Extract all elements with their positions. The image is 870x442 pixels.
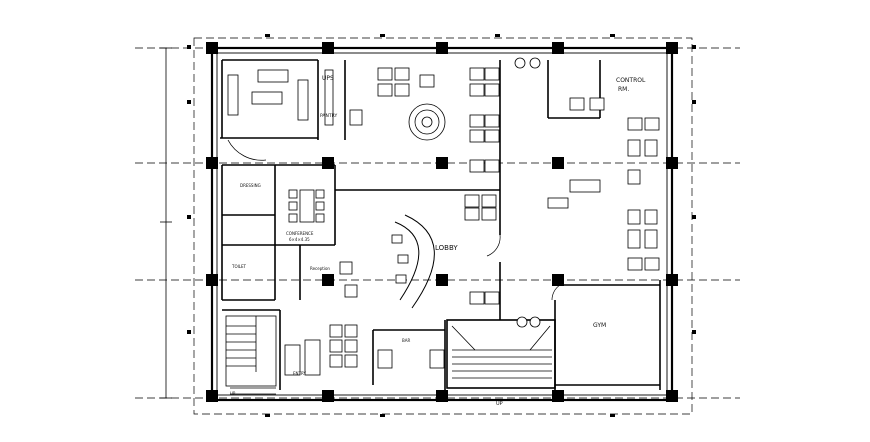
door-swings xyxy=(486,234,561,301)
structural-columns xyxy=(206,42,678,402)
room-label-gym: GYM xyxy=(593,322,606,329)
room-label-lobby: LOBBY xyxy=(435,244,458,252)
room-label-control-1: CONTROL xyxy=(616,77,646,84)
stair-label-up-left: UP xyxy=(230,391,236,396)
room-label-dressing: DRESSING xyxy=(240,183,261,188)
office-workstations xyxy=(284,261,445,376)
lobby-seating xyxy=(377,67,500,305)
dimension-line-left xyxy=(160,47,172,399)
room-label-toilet: TOILET xyxy=(231,264,247,269)
room-label-bar: BAR xyxy=(402,338,410,343)
reception-desk xyxy=(391,214,435,309)
ups-room-furniture xyxy=(227,69,363,161)
room-label-entry: ENTRY xyxy=(293,371,306,376)
room-label-conference-1: CONFERENCE xyxy=(286,231,314,236)
boundary-ticks xyxy=(187,34,696,417)
stair-label-up-bottom: UP xyxy=(496,401,503,407)
room-label-control-2: RM. xyxy=(618,86,629,93)
room-label-reception: Reception xyxy=(310,266,330,271)
room-label-conference-2: 6×4×4.35 xyxy=(289,237,310,242)
site-boundary xyxy=(193,37,693,415)
planters xyxy=(514,57,541,328)
staircase xyxy=(225,315,277,395)
room-label-ups: UPS xyxy=(322,75,334,82)
interior-walls xyxy=(220,59,661,395)
conference-table xyxy=(288,189,325,223)
room-label-pantry: PANTRY xyxy=(320,113,337,119)
entrance-steps xyxy=(451,325,552,379)
control-room-furniture xyxy=(547,97,660,271)
